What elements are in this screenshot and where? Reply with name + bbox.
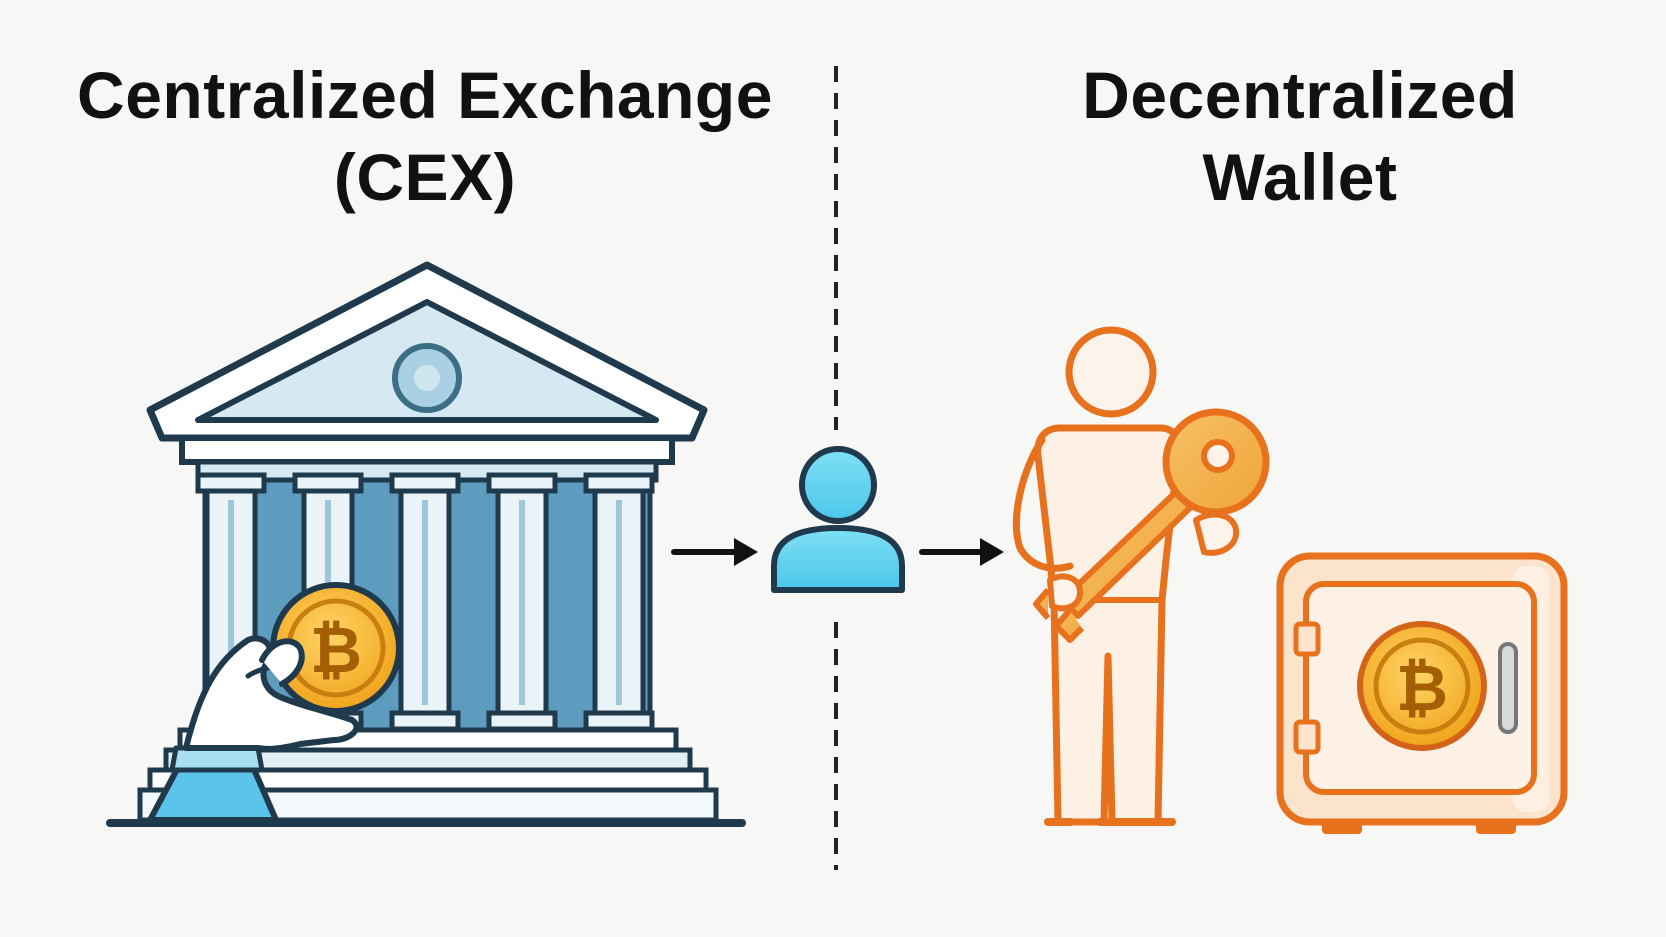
cex-title: Centralized Exchange (CEX) (40, 54, 810, 218)
safe-icon: ₿ (1276, 552, 1568, 834)
bank-building-icon (106, 261, 746, 827)
bitcoin-coin-icon: ₿ (270, 582, 402, 714)
arrow-right-icon (919, 538, 1004, 566)
cex-title-line1: Centralized Exchange (77, 58, 773, 132)
wallet-title-line1: Decentralized (1082, 58, 1518, 132)
arrow-right-icon (671, 538, 758, 566)
key-icon (1033, 408, 1270, 643)
user-icon (771, 446, 905, 593)
bitcoin-coin-icon: ₿ (1357, 621, 1487, 751)
svg-text:₿: ₿ (1396, 652, 1448, 726)
cex-title-line2: (CEX) (333, 140, 517, 214)
wallet-title-line2: Wallet (1202, 140, 1398, 214)
hand-holding-bitcoin-icon: ₿ (147, 582, 402, 823)
svg-text:₿: ₿ (310, 614, 362, 688)
wallet-title: Decentralized Wallet (980, 54, 1620, 218)
